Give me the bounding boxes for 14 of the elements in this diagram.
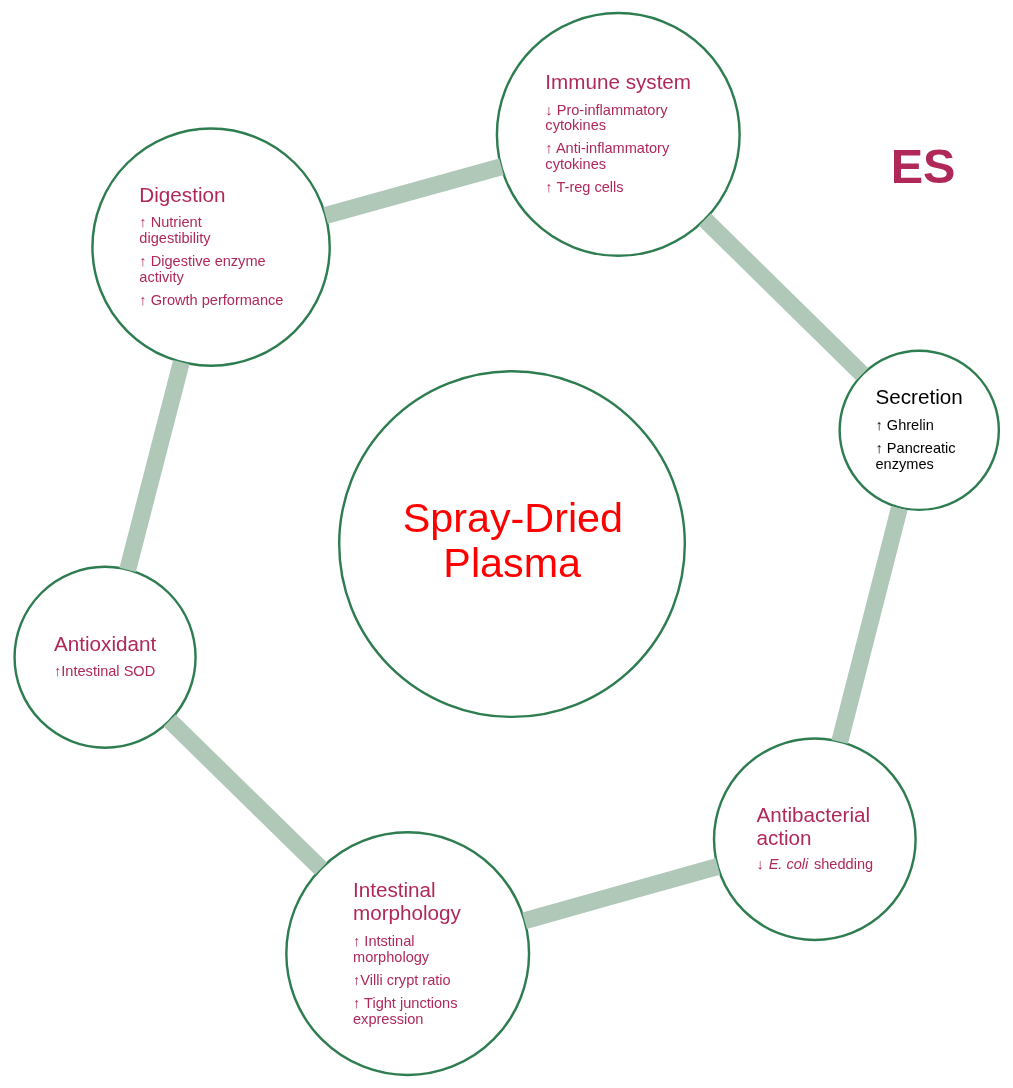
- label: ES: [890, 139, 956, 194]
- connector: [118, 360, 190, 572]
- connector: [830, 506, 908, 744]
- node-circle: Digestion ↑ Nutrient digestibility ↑ Digestive enzyme activity ↑ Growth performance: [90, 127, 331, 367]
- connector: [521, 858, 720, 929]
- node-circle: Immune system ↓ Pro-inflammatory cytokines ↑ Anti-inflammatory cytokines ↑ T-reg cells: [495, 11, 741, 257]
- node-circle: Spray-Dried Plasma: [337, 370, 686, 719]
- node-circle: Antibacterial action ↓ E. coli shedding: [712, 737, 917, 942]
- node-circle: Intestinal morphology ↑ Intstinal morphology ↑Villi crypt ratio ↑ Tight junctions expression: [284, 831, 530, 1077]
- connector: [698, 213, 868, 381]
- node-circle: Antioxidant ↑Intestinal SOD: [12, 565, 197, 749]
- connector: [163, 714, 327, 875]
- connector: [322, 158, 504, 224]
- node-circle: Secretion ↑ Ghrelin ↑ Pancreatic enzymes: [837, 349, 1000, 512]
